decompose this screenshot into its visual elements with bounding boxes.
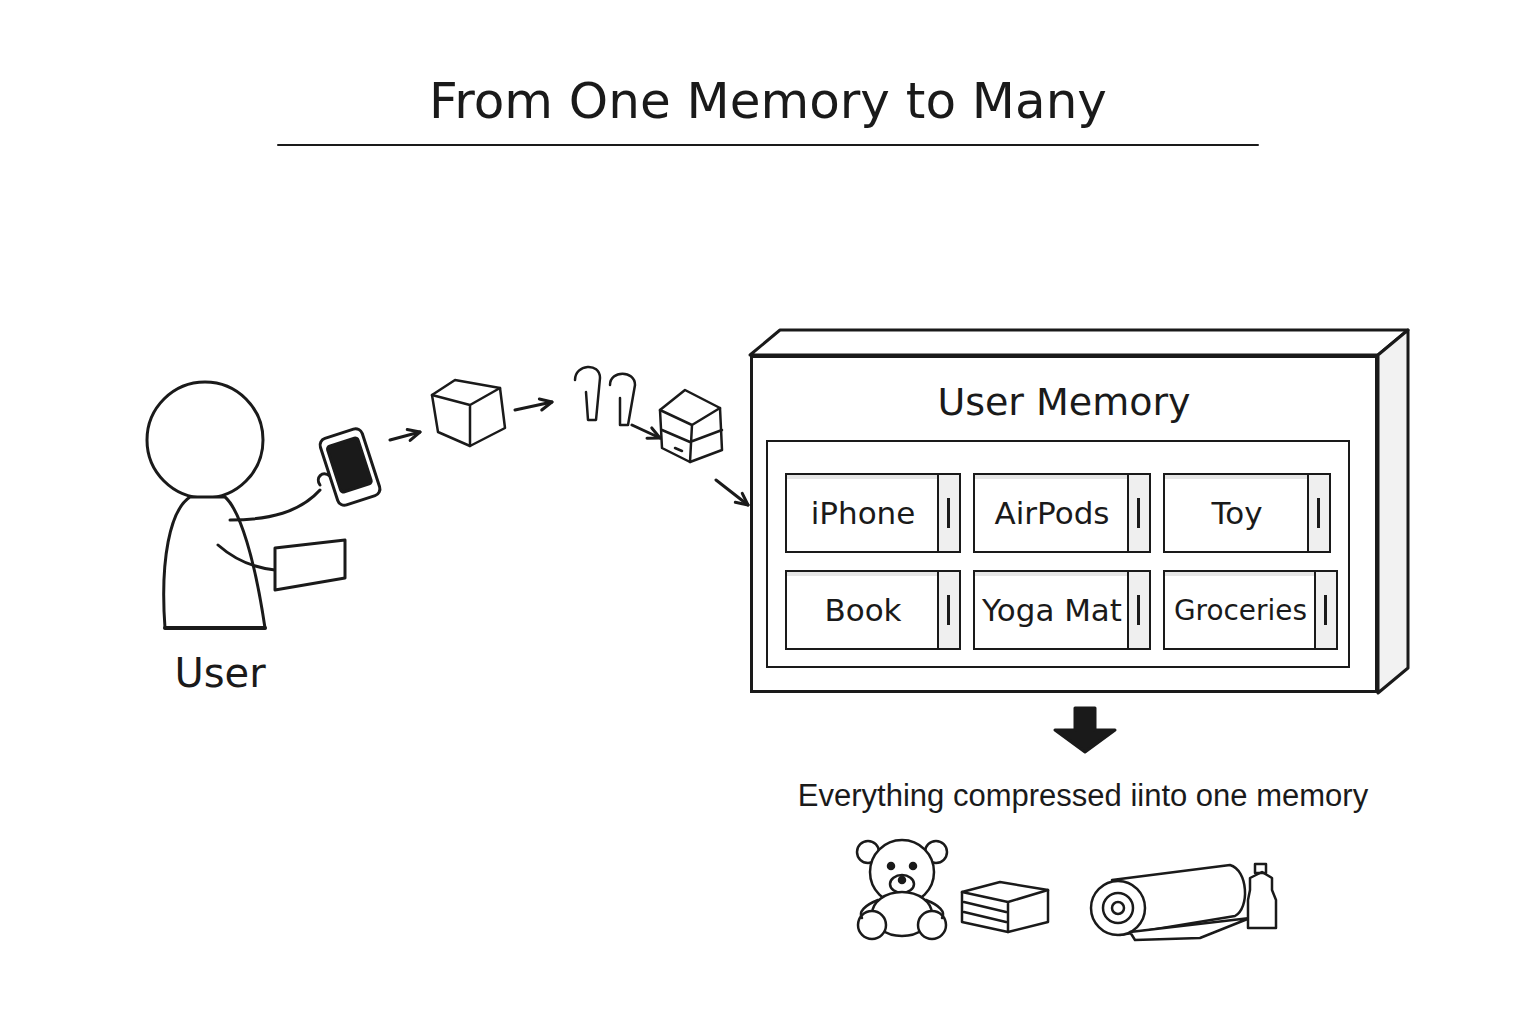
item-label: AirPods [995,495,1110,531]
item-box: iPhone [785,473,961,553]
title-underline [278,144,1258,146]
user-node: User [140,380,390,710]
box-side-mark [1324,595,1327,625]
item-box: AirPods [973,473,1151,553]
box-side [937,572,959,648]
box-side [937,475,959,551]
user-label: User [160,650,280,696]
item-label: Book [824,592,901,628]
memory-box: User Memory iPhone AirPods ToyBook Yoga Mat G… [750,355,1378,693]
memory-box-depth [750,330,1408,693]
item-text-area: Book [791,572,935,648]
item-box: Groceries [1163,570,1338,650]
item-text-area: Groceries [1169,572,1312,648]
box-side-mark [1137,595,1140,625]
box-side [1307,475,1329,551]
item-box: Book [785,570,961,650]
box-side-mark [947,595,950,625]
user-figure [147,382,382,628]
product-icons [432,367,722,462]
box-side-mark [947,498,950,528]
item-box: Toy [1163,473,1331,553]
box-side-mark [1317,498,1320,528]
memory-title: User Memory [753,380,1375,424]
item-text-area: AirPods [979,475,1125,551]
item-label: Groceries [1174,594,1307,627]
item-label: iPhone [811,495,916,531]
item-box: Yoga Mat [973,570,1151,650]
item-label: Toy [1212,495,1263,531]
box-side [1127,572,1149,648]
box-side [1314,572,1336,648]
title: From One Memory to Many [0,72,1536,130]
box-side-mark [1137,498,1140,528]
item-text-area: Yoga Mat [979,572,1125,648]
item-text-area: iPhone [791,475,935,551]
down-arrow [1055,708,1115,752]
caption-note: Everything compressed iinto one memory [783,778,1383,814]
item-text-area: Toy [1169,475,1305,551]
flow-arrow [390,399,748,505]
compressed-items [857,840,1276,940]
box-side [1127,475,1149,551]
item-label: Yoga Mat [982,592,1122,628]
